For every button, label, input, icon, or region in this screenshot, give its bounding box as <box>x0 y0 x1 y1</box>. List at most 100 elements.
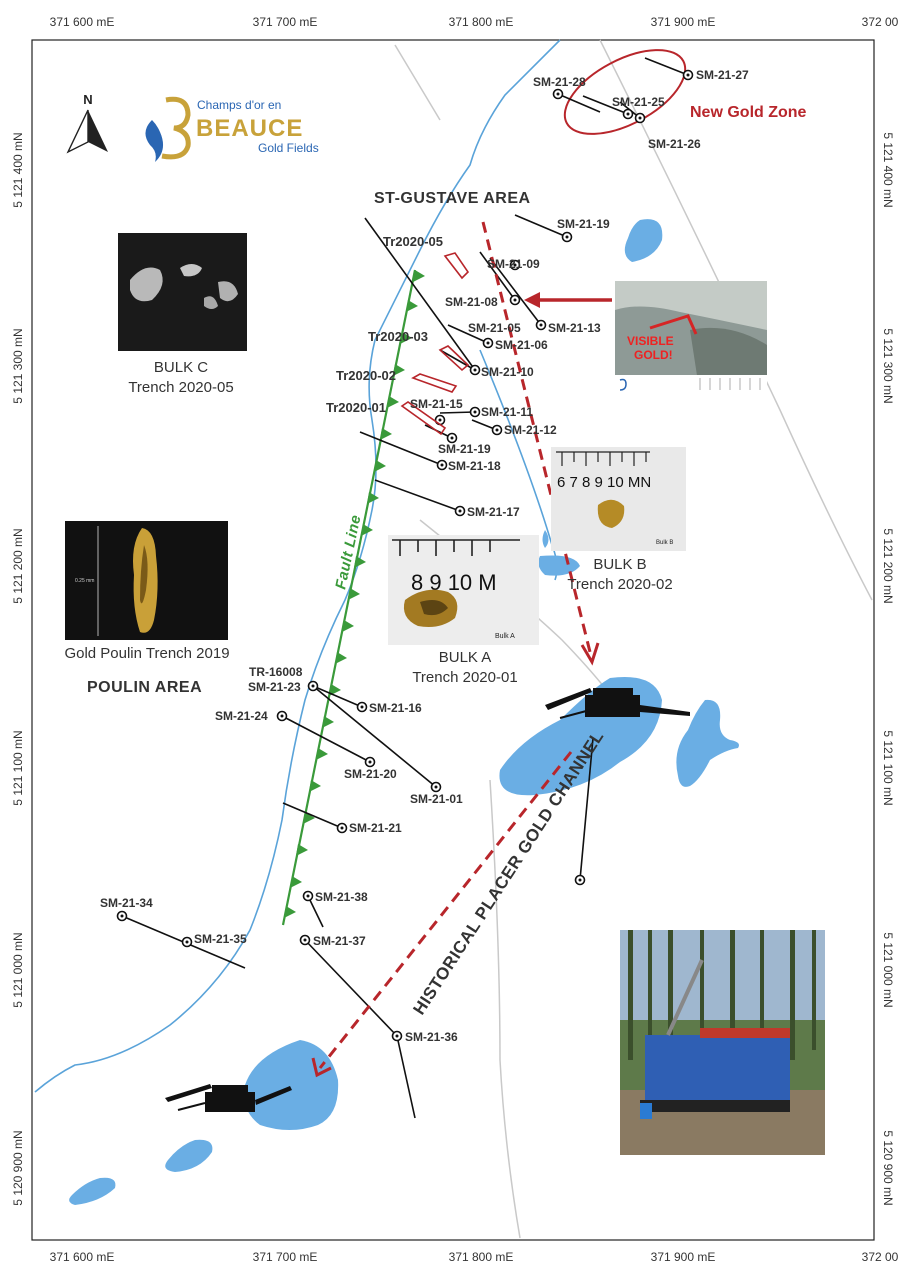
hole-label: SM-21-28 <box>533 75 586 89</box>
bottom-axis-label: 372 00 <box>862 1250 899 1264</box>
hole-label: SM-21-09 <box>487 257 540 271</box>
svg-text:Bulk B: Bulk B <box>656 540 673 546</box>
hole-label: SM-21-18 <box>448 459 501 473</box>
top-axis-label: 371 600 mE <box>50 15 115 29</box>
trench-2020-03 <box>438 345 470 372</box>
top-axis-label: 371 800 mE <box>449 15 514 29</box>
hole-labels: SM-21-27 SM-21-28 SM-21-25 SM-21-26 SM-2… <box>100 68 749 1044</box>
pond <box>165 1139 213 1172</box>
right-axis-label: 5 121 000 mN <box>881 932 895 1007</box>
hole-label: SM-21-10 <box>481 365 534 379</box>
hole-label: SM-21-19 <box>438 442 491 456</box>
company-logo: Champs d'or en BEAUCE Gold Fields <box>145 96 319 162</box>
svg-text:BEAUCE: BEAUCE <box>196 115 303 142</box>
hole-label: SM-21-05 <box>468 321 521 335</box>
hole-label: SM-21-06 <box>495 338 548 352</box>
trench-label: Tr2020-01 <box>326 400 386 415</box>
left-axis-label: 5 121 000 mN <box>11 932 25 1007</box>
right-axis-label: 5 120 900 mN <box>881 1130 895 1205</box>
road <box>489 779 521 1239</box>
hole-label: SM-21-08 <box>445 295 498 309</box>
bulk-a-photo: 8 9 10 M Bulk A BULK A Trench 2020-01 <box>388 535 539 686</box>
trench-2020-02 <box>411 373 458 393</box>
trench-label: TR-16008 <box>249 665 303 679</box>
road <box>394 44 441 121</box>
north-arrow-icon: N <box>66 92 108 154</box>
drill-traces <box>121 57 689 1119</box>
trench-label: Tr2020-02 <box>336 368 396 383</box>
bottom-axis-label: 371 800 mE <box>449 1250 514 1264</box>
bottom-axis-label: 371 700 mE <box>253 1250 318 1264</box>
fault-triangles <box>284 270 425 918</box>
top-axis-label: 371 900 mE <box>651 15 716 29</box>
hole-label: SM-21-34 <box>100 896 153 910</box>
right-axis-label: 5 121 400 mN <box>881 132 895 207</box>
left-axis-label: 5 121 100 mN <box>11 730 25 805</box>
pond <box>542 530 549 548</box>
lake <box>676 699 739 787</box>
hole-label: SM-21-20 <box>344 767 397 781</box>
svg-text:Bulk A: Bulk A <box>495 633 515 640</box>
fleur-icon <box>145 120 164 162</box>
svg-text:0.25 mm: 0.25 mm <box>75 578 94 584</box>
right-axis-label: 5 121 100 mN <box>881 730 895 805</box>
hole-label: SM-21-23 <box>248 680 301 694</box>
placer-arrows <box>318 221 592 1069</box>
left-axis-label: 5 121 400 mN <box>11 132 25 207</box>
top-axis: 371 600 mE 371 700 mE 371 800 mE 371 900… <box>50 15 899 29</box>
trench-2020-05 <box>443 252 470 280</box>
trench-outlines <box>400 252 470 436</box>
hole-label: SM-21-35 <box>194 932 247 946</box>
hole-label: SM-21-11 <box>481 405 533 419</box>
svg-text:VISIBLE: VISIBLE <box>627 334 674 348</box>
logo-b-icon <box>161 96 191 160</box>
collar-dots <box>120 73 690 1038</box>
drill-rig-photo <box>620 930 825 1155</box>
svg-text:N: N <box>83 92 92 107</box>
bottom-axis-label: 371 900 mE <box>651 1250 716 1264</box>
arrow-heads <box>311 642 600 1078</box>
hole-label: SM-21-36 <box>405 1030 458 1044</box>
hole-label: SM-21-17 <box>467 505 520 519</box>
bulk-c-subtitle: Trench 2020-05 <box>128 379 233 396</box>
top-axis-label: 371 700 mE <box>253 15 318 29</box>
hole-label: SM-21-01 <box>410 792 463 806</box>
bulk-c-title: BULK C <box>154 359 208 376</box>
hole-label: SM-21-19 <box>557 217 610 231</box>
bulk-a-title: BULK A <box>439 649 492 666</box>
hole-label: SM-21-16 <box>369 701 422 715</box>
visible-gold-photo: VISIBLE GOLD! <box>615 281 767 395</box>
hole-label: SM-21-26 <box>648 137 701 151</box>
hole-label: SM-21-13 <box>548 321 601 335</box>
svg-text:6 7 8 9 10 MN: 6 7 8 9 10 MN <box>557 474 651 491</box>
svg-text:GOLD!: GOLD! <box>634 348 673 362</box>
st-gustave-label: ST-GUSTAVE AREA <box>374 190 531 207</box>
hole-label: SM-21-25 <box>612 95 665 109</box>
left-axis-label: 5 120 900 mN <box>11 1130 25 1205</box>
svg-text:Champs d'or en: Champs d'or en <box>197 98 281 112</box>
hole-label: SM-21-21 <box>349 821 402 835</box>
visible-gold-arrow <box>524 292 612 308</box>
hole-label: SM-21-27 <box>696 68 749 82</box>
right-axis-label: 5 121 200 mN <box>881 528 895 603</box>
left-axis-label: 5 121 300 mN <box>11 328 25 403</box>
hole-label: SM-21-12 <box>504 423 557 437</box>
dredge-icon <box>545 688 690 719</box>
poulin-label: POULIN AREA <box>87 679 202 696</box>
trench-2020-01 <box>400 401 447 436</box>
left-axis-label: 5 121 200 mN <box>11 528 25 603</box>
trench-label: Tr2020-03 <box>368 329 428 344</box>
pond <box>538 555 580 576</box>
right-axis: 5 121 400 mN 5 121 300 mN 5 121 200 mN 5… <box>881 132 895 1205</box>
top-axis-label: 372 00 <box>862 15 899 29</box>
hole-label: SM-21-15 <box>410 397 463 411</box>
hole-label: SM-21-38 <box>315 890 368 904</box>
hole-label: SM-21-37 <box>313 934 366 948</box>
bulk-b-title: BULK B <box>593 556 646 573</box>
bulk-b-photo: 6 7 8 9 10 MN Bulk B BULK B Trench 2020-… <box>551 447 686 593</box>
trench-labels: Tr2020-05 Tr2020-03 Tr2020-02 Tr2020-01 … <box>249 234 443 679</box>
bulk-a-subtitle: Trench 2020-01 <box>412 669 517 686</box>
bottom-axis: 371 600 mE 371 700 mE 371 800 mE 371 900… <box>50 1250 899 1264</box>
pond <box>624 219 663 262</box>
